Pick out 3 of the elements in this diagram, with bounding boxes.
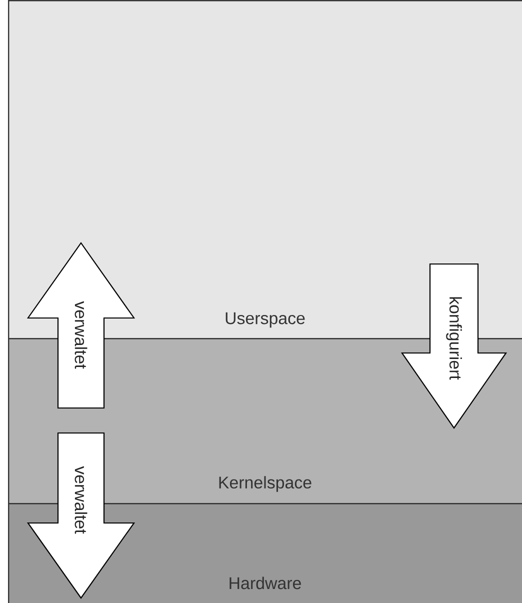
block-arrow [26,432,136,599]
block-arrow [400,263,508,429]
block-arrow [26,242,136,409]
